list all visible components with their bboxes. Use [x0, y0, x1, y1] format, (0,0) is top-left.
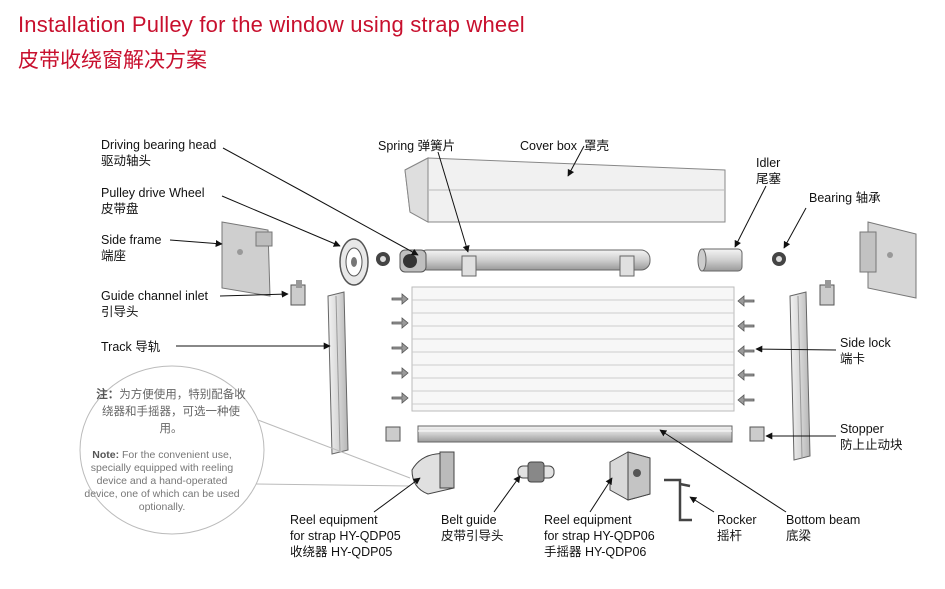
stopper-left — [385, 426, 401, 442]
label-track: Track 导轨 — [101, 340, 161, 354]
title-chinese: 皮带收绕窗解决方案 — [18, 49, 207, 72]
side-frame-left — [221, 221, 273, 297]
stopper-right — [749, 426, 765, 442]
reel-equipment-qdp05 — [411, 451, 455, 495]
pulley-drive-wheel — [339, 238, 369, 286]
label-spring: Spring 弹簧片 — [378, 139, 456, 153]
bearing-right — [772, 252, 786, 266]
tube-shaft — [399, 249, 651, 277]
cover-box-part — [404, 157, 726, 223]
belt-guide — [517, 461, 555, 483]
guide-channel-inlet-right — [819, 280, 835, 306]
shutter-slats — [411, 286, 735, 412]
note-bubble — [79, 365, 411, 535]
note-english: Note: For the convenient use, specially … — [84, 449, 240, 513]
track-left — [327, 291, 349, 455]
track-right — [789, 291, 811, 461]
label-bearing: Bearing 轴承 — [809, 191, 881, 205]
idler — [697, 248, 743, 272]
reel-equipment-qdp06 — [609, 451, 651, 501]
bottom-beam — [417, 425, 733, 443]
rocker — [664, 478, 692, 522]
bearing-left — [376, 252, 390, 266]
note-chinese: 注：为方便使用，特别配备收绕器和手摇器，可选一种使用。 — [96, 389, 246, 435]
leader-lines — [169, 145, 837, 513]
side-frame-right — [859, 221, 917, 299]
side-locks-right — [737, 295, 755, 406]
side-locks-left — [391, 293, 409, 404]
guide-channel-inlet-left — [290, 280, 306, 306]
label-cover-box: Cover box 罩壳 — [520, 139, 609, 153]
title-english: Installation Pulley for the window using… — [18, 12, 525, 37]
